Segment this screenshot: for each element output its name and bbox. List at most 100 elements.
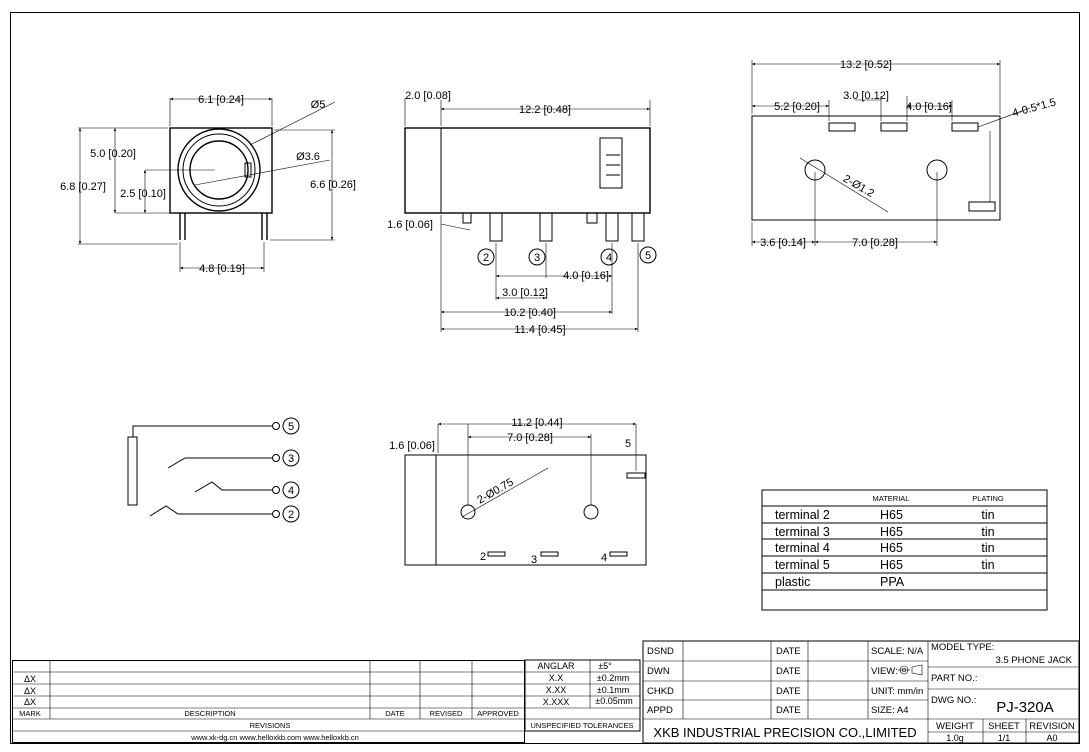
table-cell: tin bbox=[981, 541, 994, 555]
dim-pin-span: 10.2 [0.40] bbox=[504, 307, 556, 319]
pcb-hole bbox=[460, 504, 476, 520]
wire-pin-2 bbox=[149, 505, 272, 517]
col-header: DESCRIPTION bbox=[184, 709, 235, 718]
dim-slot-offset: 5.2 [0.20] bbox=[774, 101, 820, 113]
dim-hole-spacing: 7.0 [0.28] bbox=[507, 432, 553, 444]
pin-balloon bbox=[477, 248, 495, 266]
slot bbox=[968, 201, 996, 212]
sleeve-contact bbox=[127, 436, 138, 506]
table-cell: tin bbox=[981, 525, 994, 539]
pad-4 bbox=[609, 551, 628, 557]
wire-pin-3 bbox=[167, 457, 272, 469]
pad-2 bbox=[487, 551, 506, 557]
dim-right-height: 6.6 [0.26] bbox=[310, 179, 356, 191]
tolerances-block: ANGLAR ±5° X.X ±0.2mm X.XX ±0.1mm X.XXX … bbox=[524, 659, 641, 732]
pin-balloon bbox=[282, 449, 300, 467]
col-header: APPROVED bbox=[477, 709, 519, 718]
side-body-outline bbox=[404, 127, 651, 214]
material-table: MATERIAL PLATING terminal 2 H65 tin term… bbox=[761, 489, 1048, 611]
dim-width-front: 6.1 [0.24] bbox=[198, 94, 244, 106]
dim-pcb-offset: 1.6 [0.06] bbox=[389, 440, 435, 452]
scale-field: SCALE: N/A bbox=[871, 646, 924, 657]
revisions-caption: REVISIONS bbox=[250, 721, 291, 730]
pin-number: 5 bbox=[288, 421, 294, 433]
slot bbox=[951, 122, 979, 132]
table-cell: H65 bbox=[880, 525, 903, 539]
date-label: DATE bbox=[776, 666, 801, 677]
sheet-label: SHEET bbox=[988, 721, 1020, 732]
model-type-value: 3.5 PHONE JACK bbox=[995, 655, 1072, 666]
tolerances-caption: UNSPECIFIED TOLERANCES bbox=[530, 721, 633, 730]
pin-3 bbox=[539, 212, 553, 242]
table-cell: tin bbox=[981, 508, 994, 522]
pad-label: 2 bbox=[480, 551, 486, 563]
role-dwn: DWN bbox=[647, 666, 670, 677]
leader-line bbox=[977, 107, 1031, 128]
tol-value: ±0.1mm bbox=[597, 685, 629, 695]
schematic: 5 3 4 2 bbox=[127, 417, 300, 523]
unit-field: UNIT: mm/in bbox=[871, 686, 923, 697]
revision-mark: ΔX bbox=[24, 686, 36, 696]
dim-pin-spacing: 4.8 [0.19] bbox=[199, 263, 245, 275]
top-view: 2-Ø1.2 13.2 [0.52] 5.2 [0.20] 3.0 [0.12]… bbox=[751, 59, 1057, 249]
dim-total-span: 11.4 [0.45] bbox=[514, 324, 565, 336]
contact-tab bbox=[244, 162, 252, 178]
dim-body-height: 5.0 [0.20] bbox=[90, 148, 136, 160]
tol-value: ±0.05mm bbox=[595, 696, 632, 706]
terminal-dot bbox=[272, 510, 280, 518]
dim-post-offset: 1.6 [0.06] bbox=[387, 219, 433, 231]
locating-post bbox=[586, 212, 598, 224]
company-name: XKB INDUSTRIAL PRECISION CO.,LIMITED bbox=[653, 725, 916, 740]
pin-balloon bbox=[528, 248, 546, 266]
weight-label: WEIGHT bbox=[936, 721, 974, 732]
dim-pcb-total: 11.2 [0.44] bbox=[511, 417, 562, 429]
revisions-outline bbox=[12, 660, 525, 743]
date-label: DATE bbox=[776, 646, 801, 657]
col-header: DATE bbox=[385, 709, 404, 718]
dim-slot-spacing: 4.0 [0.16] bbox=[906, 101, 952, 113]
table-cell: H65 bbox=[880, 508, 903, 522]
table-header: PLATING bbox=[972, 494, 1004, 503]
sheet-border bbox=[10, 12, 1080, 744]
leader-line bbox=[461, 467, 549, 518]
weight-value: 1.0g bbox=[946, 733, 964, 743]
date-label: DATE bbox=[776, 686, 801, 697]
dim-pin-2-3: 3.0 [0.12] bbox=[502, 287, 548, 299]
tolerances-outline bbox=[524, 659, 641, 732]
side-view: 2 3 4 5 2.0 [0.08] 12.2 [0.48] 1.6 [0.06… bbox=[387, 90, 657, 336]
pcb-view: 2 3 4 5 11.2 [0.44] 7.0 [0.28] 1.6 [0.06… bbox=[389, 417, 647, 566]
tol-label: X.XXX bbox=[543, 697, 570, 707]
role-dsnd: DSND bbox=[647, 646, 674, 657]
table-outline bbox=[761, 489, 1048, 611]
dim-pcb-hole-dia: 2-Ø0.75 bbox=[475, 476, 515, 506]
websites: www.xk-dg.cn www.helloxkb.com www.hellox… bbox=[190, 733, 359, 742]
pad-5 bbox=[626, 472, 646, 479]
leader-line bbox=[249, 101, 336, 146]
size-field: SIZE: A4 bbox=[871, 705, 909, 716]
role-appd: APPD bbox=[647, 705, 673, 716]
dim-outer-diameter: Ø5 bbox=[311, 99, 326, 111]
tol-label: ANGLAR bbox=[537, 661, 575, 671]
title-block: DSND DWN CHKD APPD DATE DATE DATE DATE S… bbox=[642, 640, 1080, 744]
terminal-dot bbox=[272, 486, 280, 494]
tol-value: ±5° bbox=[598, 661, 612, 671]
pin-balloon bbox=[600, 248, 618, 266]
part-no-label: PART NO.: bbox=[931, 673, 977, 684]
pin-number: 2 bbox=[288, 509, 294, 521]
pcb-hole bbox=[583, 504, 599, 520]
tol-label: X.XX bbox=[546, 685, 567, 695]
dim-slot-size: 4-0.5*1.5 bbox=[1011, 97, 1057, 120]
pin-4 bbox=[605, 212, 619, 242]
bottom-body-outline bbox=[404, 454, 647, 566]
pin-number: 4 bbox=[606, 252, 612, 264]
pin-number: 3 bbox=[288, 453, 294, 465]
revision-value: A0 bbox=[1046, 733, 1057, 743]
wire-pin-4 bbox=[194, 481, 272, 493]
table-cell: H65 bbox=[880, 541, 903, 555]
model-type-label: MODEL TYPE: bbox=[931, 642, 994, 653]
table-cell: terminal 4 bbox=[775, 541, 830, 555]
dim-pin-3-4: 4.0 [0.16] bbox=[563, 270, 609, 282]
dim-inner-diameter: Ø3.6 bbox=[296, 151, 320, 163]
view-field: VIEW: bbox=[871, 666, 898, 677]
